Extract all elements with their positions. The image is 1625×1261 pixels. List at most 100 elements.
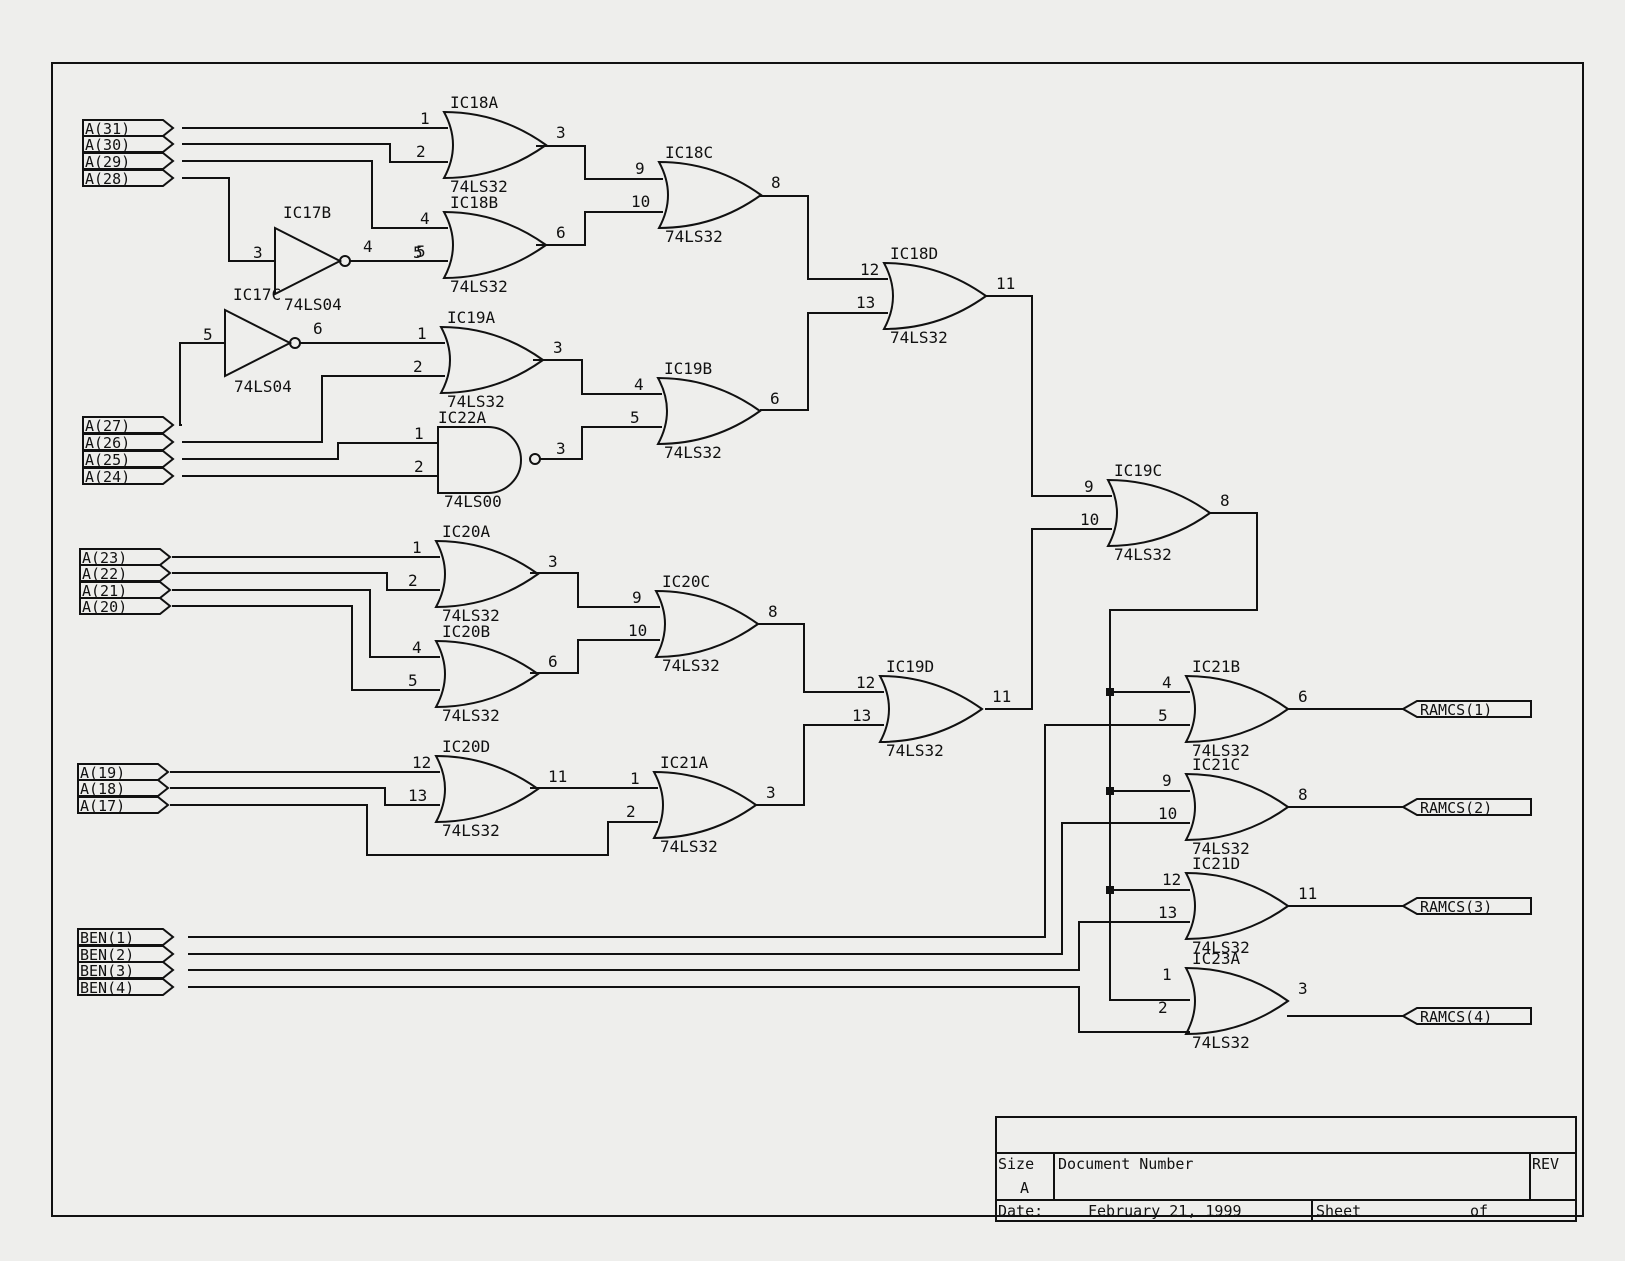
pin-label: 4 bbox=[1162, 673, 1172, 692]
or-gate-symbol bbox=[1184, 871, 1290, 941]
inversion-bubble bbox=[529, 453, 541, 465]
pin-label: 12 bbox=[1162, 870, 1181, 889]
pin-label: 12 bbox=[856, 673, 875, 692]
gate-ref-label: IC18D bbox=[890, 244, 938, 263]
port-label: A(26) bbox=[85, 434, 130, 452]
pin-label: 4 bbox=[420, 209, 430, 228]
pin-label: 6 bbox=[770, 389, 780, 408]
or-gate-symbol bbox=[652, 770, 758, 840]
gate-part-label: 74LS00 bbox=[444, 492, 502, 511]
gate-part-label: 74LS32 bbox=[664, 443, 722, 462]
port-label: RAMCS(1) bbox=[1420, 701, 1492, 719]
input-port-a29: A(29) bbox=[82, 152, 175, 171]
pin-label: 2 bbox=[408, 571, 418, 590]
input-port-ben1: BEN(1) bbox=[77, 928, 175, 947]
port-label: A(21) bbox=[82, 582, 127, 600]
or-gate-symbol bbox=[1184, 966, 1290, 1036]
or-gate-symbol bbox=[442, 110, 548, 180]
port-label: A(18) bbox=[80, 780, 125, 798]
port-label: A(29) bbox=[85, 153, 130, 171]
gate-part-label: 74LS32 bbox=[660, 837, 718, 856]
pin-label: 6 bbox=[548, 652, 558, 671]
gate-ref-label: IC17C bbox=[233, 285, 281, 304]
gate-ref-label: IC21A bbox=[660, 753, 709, 772]
pin-label: 10 bbox=[1158, 804, 1177, 823]
gate-ref-label: IC18C bbox=[665, 143, 713, 162]
input-port-a25: A(25) bbox=[82, 450, 175, 469]
pin-label: 5 bbox=[203, 325, 213, 344]
gate-part-label: 74LS32 bbox=[662, 656, 720, 675]
pin-label: 2 bbox=[414, 457, 424, 476]
pin-label: 4 bbox=[412, 638, 422, 657]
port-label: A(30) bbox=[85, 136, 130, 154]
size-value: A bbox=[1020, 1179, 1029, 1197]
input-port-ben2: BEN(2) bbox=[77, 945, 175, 964]
pin-label: 12 bbox=[412, 753, 431, 772]
pin-label: 10 bbox=[628, 621, 647, 640]
gate-part-label: 74LS32 bbox=[450, 177, 508, 196]
port-label: A(17) bbox=[80, 797, 125, 815]
pin-label: 4 bbox=[634, 375, 644, 394]
pin-label: 1 bbox=[630, 769, 640, 788]
gate-part-label: 74LS32 bbox=[442, 706, 500, 725]
pin-label: 11 bbox=[992, 687, 1011, 706]
port-label: RAMCS(3) bbox=[1420, 898, 1492, 916]
port-label: BEN(1) bbox=[80, 929, 134, 947]
pin-label: 2 bbox=[1158, 998, 1168, 1017]
nand-gate-symbol bbox=[437, 426, 522, 494]
of-label: of bbox=[1470, 1202, 1488, 1220]
gate-ref-label: IC19A bbox=[447, 308, 496, 327]
document-number-label: Document Number bbox=[1058, 1155, 1193, 1173]
gate-part-label: 74LS04 bbox=[284, 295, 342, 314]
input-port-a23: A(23) bbox=[79, 548, 172, 567]
pin-label: 9 bbox=[1084, 477, 1094, 496]
gate-ref-label: IC21B bbox=[1192, 657, 1240, 676]
pin-label: 13 bbox=[1158, 903, 1177, 922]
gate-ref-label: IC17B bbox=[283, 203, 331, 222]
pin-label: 13 bbox=[408, 786, 427, 805]
or-gate-symbol bbox=[434, 639, 540, 709]
inverter-symbol bbox=[274, 226, 343, 296]
input-port-a19: A(19) bbox=[77, 763, 170, 782]
pin-label: 11 bbox=[1298, 884, 1317, 903]
junction-dot bbox=[1106, 688, 1114, 696]
or-gate-symbol bbox=[657, 160, 763, 230]
or-gate-symbol bbox=[656, 376, 762, 446]
pin-label: 5 bbox=[1158, 706, 1168, 725]
gate-part-label: 74LS32 bbox=[1192, 839, 1250, 858]
pin-label: 3 bbox=[556, 123, 566, 142]
port-label: A(19) bbox=[80, 764, 125, 782]
pin-label: 10 bbox=[1080, 510, 1099, 529]
port-label: A(20) bbox=[82, 598, 127, 616]
gate-part-label: 74LS32 bbox=[665, 227, 723, 246]
pin-label: 3 bbox=[1298, 979, 1308, 998]
input-port-a27: A(27) bbox=[82, 416, 175, 435]
or-gate-symbol bbox=[1184, 772, 1290, 842]
gate-ref-label: IC20A bbox=[442, 522, 491, 541]
pin-label: 8 bbox=[768, 602, 778, 621]
or-gate-symbol bbox=[882, 261, 988, 331]
pin-label: 8 bbox=[1298, 785, 1308, 804]
gate-part-label: 74LS32 bbox=[1192, 741, 1250, 760]
inversion-bubble bbox=[289, 337, 301, 349]
pin-label: 6 bbox=[313, 319, 323, 338]
pin-label: 5 bbox=[630, 408, 640, 427]
port-label: A(24) bbox=[85, 468, 130, 486]
or-gate-symbol bbox=[1106, 478, 1212, 548]
gate-part-label: 74LS32 bbox=[442, 606, 500, 625]
port-label: A(27) bbox=[85, 417, 130, 435]
title-block: Size A Document Number REV Date: Februar… bbox=[995, 1116, 1577, 1222]
output-port-ramcs2: RAMCS(2) bbox=[1400, 798, 1532, 817]
junction-dot bbox=[1106, 787, 1114, 795]
input-port-a20: A(20) bbox=[79, 597, 172, 616]
input-port-a30: A(30) bbox=[82, 135, 175, 154]
